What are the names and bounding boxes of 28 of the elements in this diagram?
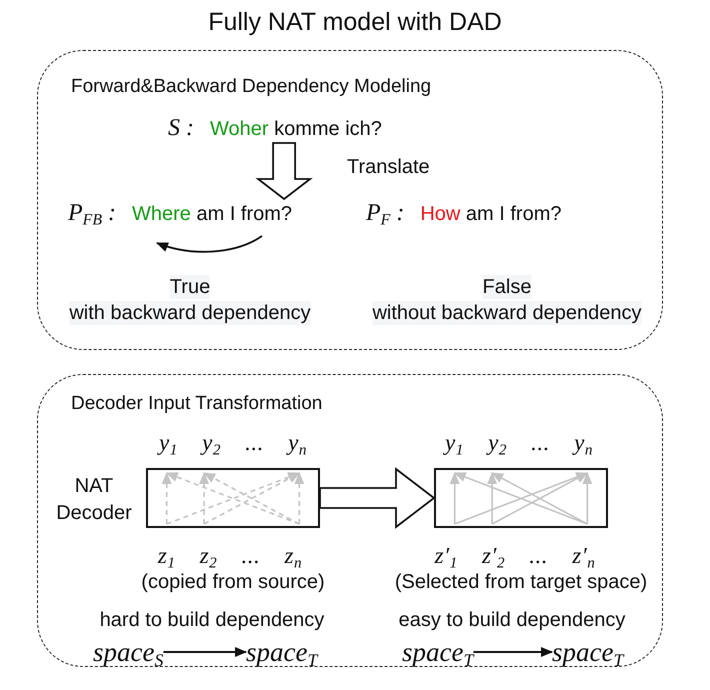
translation-sentence: P$_{F}$ : How am I from? [366, 199, 562, 228]
block-arrow [319, 467, 436, 529]
arrow [473, 647, 553, 657]
math-term: space$_{T}$ [402, 637, 474, 667]
caption-text: with backward dependency [69, 301, 311, 325]
dashed-panel [37, 374, 663, 667]
verdict-text: False [482, 275, 532, 299]
diagram-title: Fully NAT model with DAD [208, 7, 502, 37]
math-term: space$_{T}$ [246, 637, 318, 667]
note-text: hard to build dependency [100, 608, 324, 632]
math-term: space$_{S}$ [93, 637, 164, 667]
token-sequence: y$_{1}$ y$_{2}$ ... y$_{n}$ [159, 429, 307, 457]
token-sequence: z$_{1}$ z$_{2}$ ... z$_{n}$ [158, 542, 302, 570]
panel-title: Forward&Backward Dependency Modeling [71, 75, 432, 99]
note-text: easy to build dependency [398, 608, 626, 632]
math-term: space$_{T}$ [552, 637, 624, 667]
caption-text: (Selected from target space) [394, 570, 648, 594]
verdict-text: True [170, 275, 210, 299]
translation-sentence: P$_{FB}$ : Where am I from? [68, 199, 292, 228]
block-arrow [255, 142, 313, 200]
caption-text: without backward dependency [372, 301, 642, 325]
panel-title: Decoder Input Transformation [71, 392, 322, 416]
token-sequence: z′$_{1}$ z′$_{2}$ ... z′$_{n}$ [434, 542, 596, 570]
decoder-label: NAT Decoder [56, 474, 132, 526]
caption-text: (copied from source) [141, 570, 325, 594]
source-sentence: S : Woher komme ich? [168, 114, 382, 143]
arrow [163, 647, 247, 657]
token-sequence: y$_{1}$ y$_{2}$ ... y$_{n}$ [445, 429, 593, 457]
